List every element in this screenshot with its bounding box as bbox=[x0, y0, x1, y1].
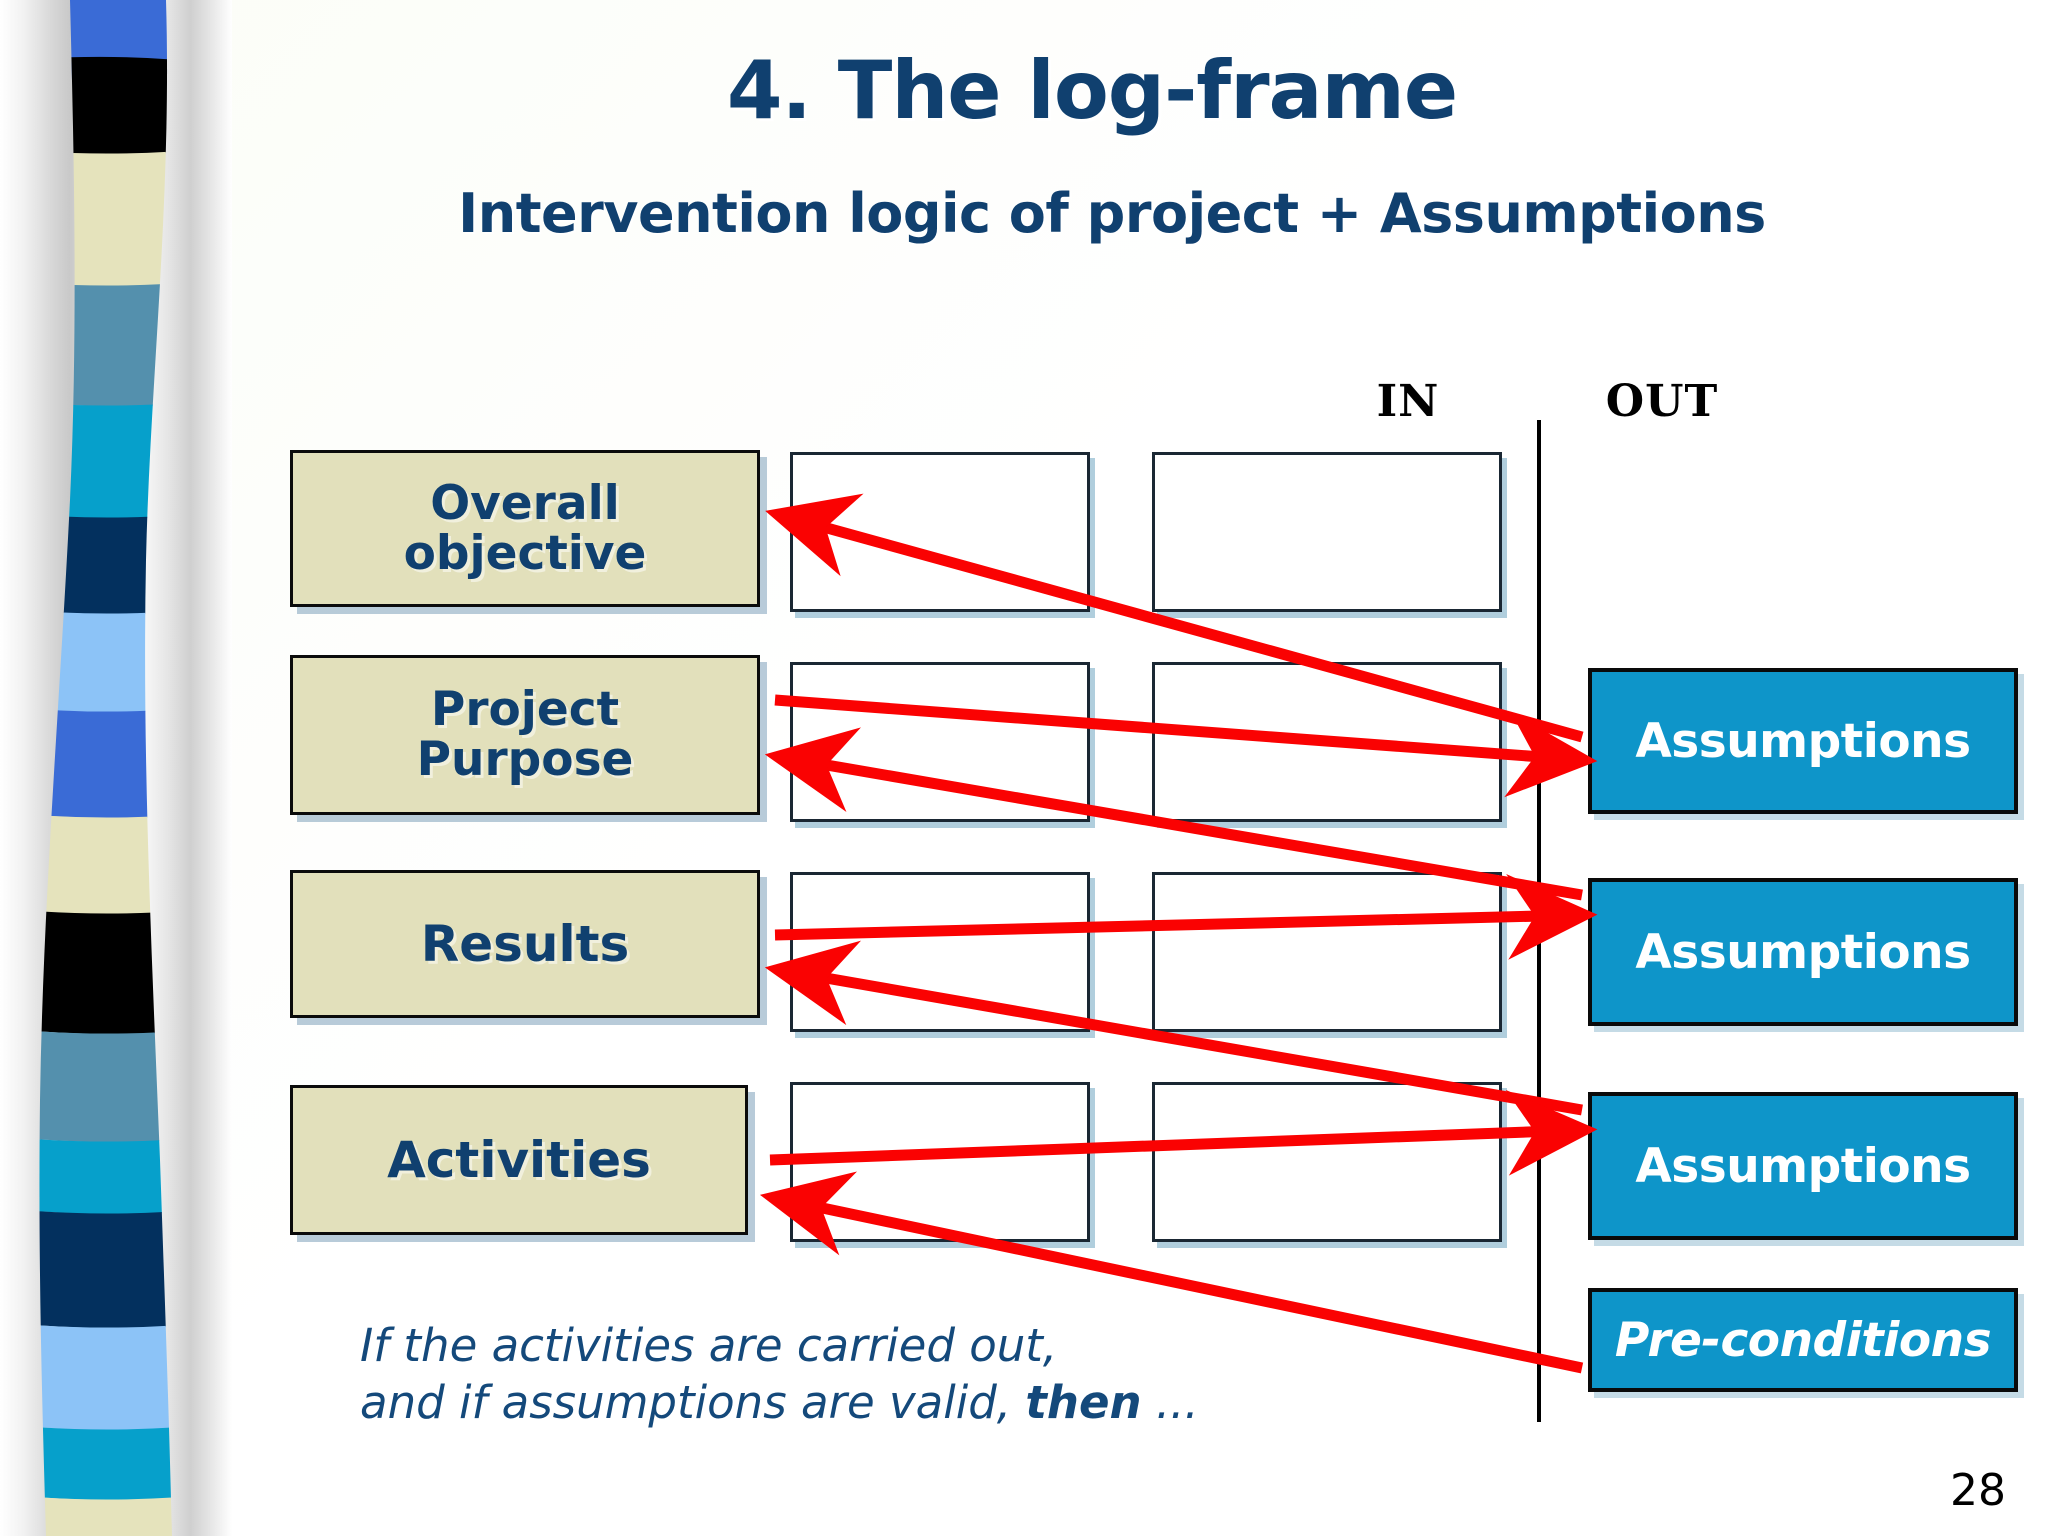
indicator-cell-r2c2[interactable] bbox=[1152, 662, 1502, 822]
indicator-cell-r1c1[interactable] bbox=[790, 452, 1090, 612]
row-label-activities[interactable]: Activities bbox=[290, 1085, 748, 1235]
assumptions-box-results[interactable]: Assumptions bbox=[1588, 878, 2018, 1026]
row-label-line-1: Overall bbox=[430, 475, 620, 531]
footer-note-line-2: and if assumptions are valid, then ... bbox=[360, 1375, 1360, 1432]
column-header-out: OUT bbox=[1605, 376, 1719, 427]
pre-conditions-label: Pre-conditions bbox=[1614, 1312, 1992, 1368]
pre-conditions-box[interactable]: Pre-conditions bbox=[1588, 1288, 2018, 1392]
row-label-line-2: objective bbox=[403, 525, 647, 581]
footer-note-line-2-a: and if assumptions are valid, bbox=[360, 1375, 1026, 1429]
row-label-line-1: Activities bbox=[387, 1130, 651, 1189]
assumptions-box-activities[interactable]: Assumptions bbox=[1588, 1092, 2018, 1240]
row-label-line-1: Results bbox=[420, 914, 630, 973]
page-number: 28 bbox=[1950, 1465, 2006, 1516]
in-out-divider-lower bbox=[1537, 1076, 1541, 1422]
decorative-ribbon bbox=[0, 0, 232, 1536]
footer-note-then: then bbox=[1025, 1375, 1142, 1429]
assumptions-label: Assumptions bbox=[1635, 1138, 1971, 1194]
assumptions-label: Assumptions bbox=[1635, 713, 1971, 769]
indicator-cell-r2c1[interactable] bbox=[790, 662, 1090, 822]
row-label-project-purpose[interactable]: Project Purpose bbox=[290, 655, 760, 815]
in-out-divider bbox=[1537, 420, 1541, 1076]
footer-note-line-2-b: ... bbox=[1141, 1375, 1199, 1429]
row-label-line-1: Project bbox=[430, 682, 620, 738]
row-label-line-2: Purpose bbox=[416, 732, 634, 787]
page-subtitle: Intervention logic of project + Assumpti… bbox=[458, 182, 1766, 245]
indicator-cell-r3c1[interactable] bbox=[790, 872, 1090, 1032]
footer-note-line-1: If the activities are carried out, bbox=[360, 1319, 1058, 1372]
row-label-overall-objective[interactable]: Overall objective bbox=[290, 450, 760, 607]
indicator-cell-r3c2[interactable] bbox=[1152, 872, 1502, 1032]
assumptions-box-purpose[interactable]: Assumptions bbox=[1588, 668, 2018, 814]
indicator-cell-r4c2[interactable] bbox=[1152, 1082, 1502, 1242]
assumptions-label: Assumptions bbox=[1635, 924, 1971, 980]
footer-note: If the activities are carried out, and i… bbox=[360, 1318, 1360, 1431]
column-header-in: IN bbox=[1376, 376, 1440, 427]
row-label-results[interactable]: Results bbox=[290, 870, 760, 1018]
indicator-cell-r4c1[interactable] bbox=[790, 1082, 1090, 1242]
indicator-cell-r1c2[interactable] bbox=[1152, 452, 1502, 612]
page-title: 4. The log-frame bbox=[726, 44, 1458, 137]
ribbon-stripes-icon bbox=[39, 0, 172, 1536]
